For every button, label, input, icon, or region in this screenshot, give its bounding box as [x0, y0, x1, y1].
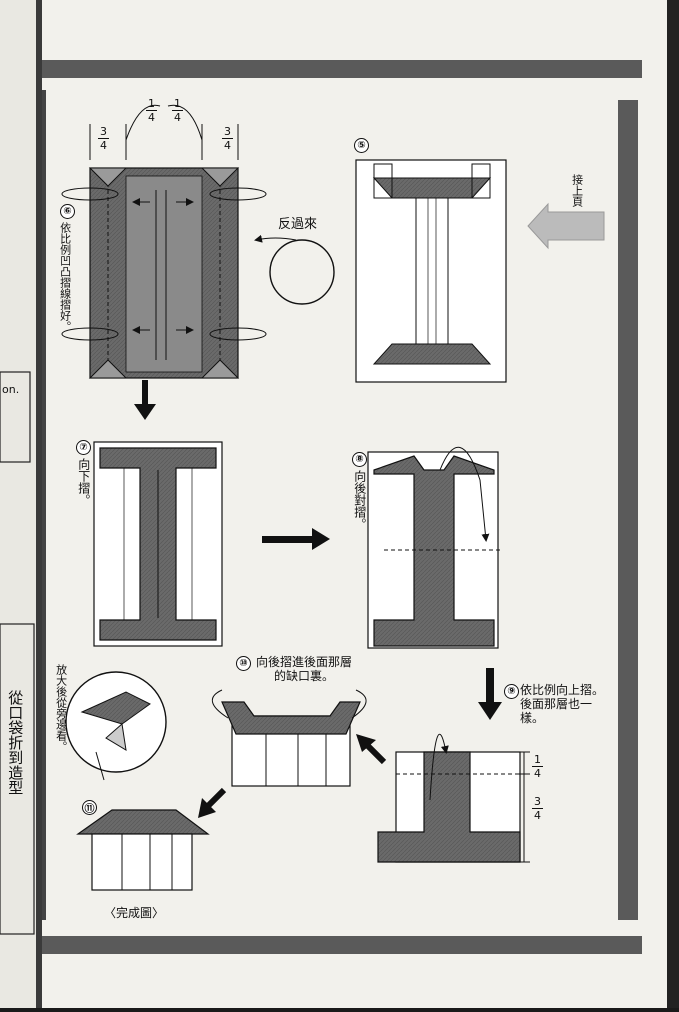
arrow-diag-icon: [356, 734, 387, 765]
step10-figure: [212, 689, 367, 787]
zoom-circle: [65, 671, 167, 781]
step10-number: ⑩: [236, 656, 251, 671]
step8-figure: [367, 447, 500, 649]
step7-figure: [93, 441, 223, 647]
step6-number: ⑥: [60, 204, 75, 219]
step7-text: 向下摺。: [76, 458, 91, 506]
arrow-down-icon: [134, 380, 156, 420]
flip-circle-icon: [254, 234, 335, 305]
step6-figure: [61, 104, 267, 379]
left-fragment-box: [0, 371, 31, 463]
bottom-bar: [42, 936, 642, 954]
continue-note: 接上頁: [570, 174, 584, 207]
right-edge: [667, 0, 679, 1008]
right-bar: [618, 100, 638, 920]
arrow-right-icon: [262, 528, 330, 550]
step6-text: 依比例凹凸摺線摺好。: [58, 222, 72, 332]
left-fragment-text: on.: [2, 383, 20, 396]
step8-number: ⑧: [352, 452, 367, 467]
continue-arrow-icon: [527, 202, 605, 250]
step11-figure: [76, 809, 210, 891]
left-fragment-vertical: 從口袋折到造型: [6, 690, 25, 795]
zoom-note: 放大後從旁邊看。: [54, 664, 68, 752]
step5-number: ⑤: [354, 138, 369, 153]
left-fragment-box-2: [0, 623, 35, 935]
final-caption: 〈完成圖〉: [104, 906, 165, 920]
binding-shadow: [36, 0, 42, 1008]
step9-figure: [377, 733, 530, 863]
step8-text: 向後對摺。: [352, 470, 367, 530]
step7-number: ⑦: [76, 440, 91, 455]
step9-number: ⑨: [504, 684, 519, 699]
left-rule: [42, 90, 46, 920]
left-page-sliver: [0, 0, 40, 1008]
step9-text: 依比例向上摺。後面那層也一樣。: [520, 683, 605, 725]
step5-figure: [355, 159, 507, 383]
step11-number: ⑪: [82, 800, 97, 815]
arrow-diag-icon-2: [198, 787, 227, 818]
step10-text: 向後摺進後面那層的缺口裏。: [255, 655, 352, 683]
top-bar: [42, 60, 642, 78]
flip-label: 反過來: [278, 217, 318, 232]
arrow-down-icon-2: [478, 668, 502, 720]
